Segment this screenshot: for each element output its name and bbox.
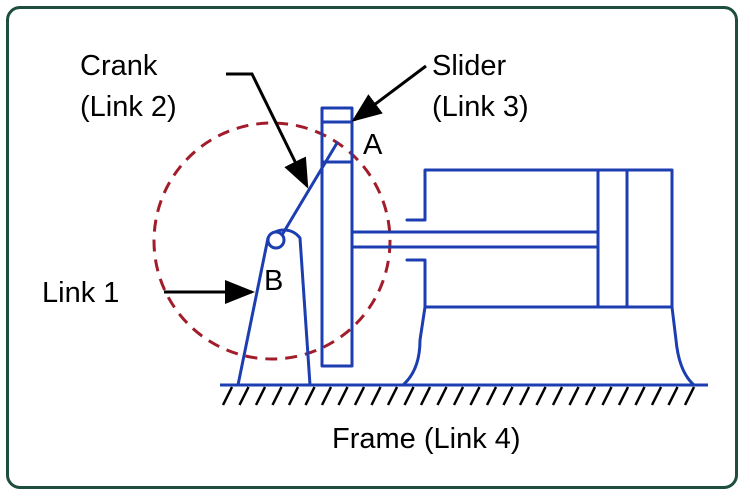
hatch-mark <box>221 386 234 406</box>
hatch-mark <box>238 386 250 406</box>
hatch-mark <box>436 386 448 406</box>
hatch-mark <box>469 386 481 406</box>
slider-label-line2: (Link 3) <box>432 91 529 123</box>
hatch-mark <box>254 386 267 406</box>
point-b-label: B <box>264 265 283 297</box>
hatch-mark <box>271 386 283 406</box>
hatch-mark <box>403 386 415 406</box>
hatch-mark <box>535 386 547 406</box>
hatch-mark <box>337 386 349 406</box>
slider-block <box>320 106 354 368</box>
crank-link <box>280 141 339 237</box>
hatch-mark <box>518 386 531 406</box>
hatch-mark <box>353 386 366 406</box>
crank-label-line1: Crank <box>80 50 158 82</box>
hatch-mark <box>667 386 679 406</box>
hatch-mark <box>568 386 580 406</box>
hatch-mark <box>683 386 696 406</box>
hatch-mark <box>320 386 333 406</box>
crank-path-circle <box>152 121 392 361</box>
hatch-mark <box>601 386 613 406</box>
slider-label-line1: Slider <box>432 50 506 82</box>
cylinder-body <box>405 168 674 309</box>
hatch-mark <box>617 386 630 406</box>
hatch-mark <box>650 386 663 406</box>
hatch-mark <box>584 386 597 406</box>
frame-label: Frame (Link 4) <box>332 423 521 455</box>
hatch-mark <box>452 386 465 406</box>
slider-pointer-arrow <box>351 64 427 122</box>
hatch-mark <box>386 386 399 406</box>
link1-label: Link 1 <box>42 277 119 309</box>
hatch-mark <box>287 386 300 406</box>
hatch-mark <box>634 386 646 406</box>
ground-hatching <box>221 386 696 406</box>
hatch-mark <box>485 386 498 406</box>
crank-pointer-arrow <box>226 72 309 189</box>
hatch-mark <box>502 386 514 406</box>
point-a-label: A <box>363 129 383 161</box>
hatch-mark <box>370 386 382 406</box>
hatch-mark <box>419 386 432 406</box>
cylinder-base <box>401 305 696 387</box>
hatch-mark <box>551 386 564 406</box>
link1-support <box>236 228 312 387</box>
hatch-mark <box>304 386 316 406</box>
pivot-b <box>266 230 286 250</box>
crank-label-line2: (Link 2) <box>80 91 177 123</box>
